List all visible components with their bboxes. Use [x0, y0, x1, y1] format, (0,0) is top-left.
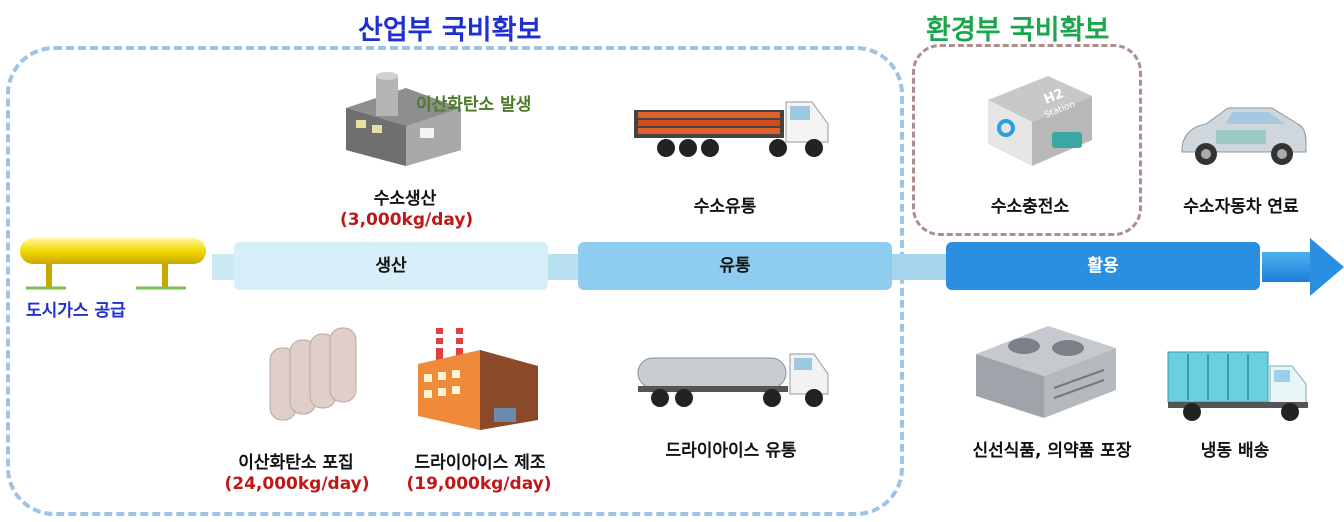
flow-connector: [212, 254, 236, 280]
refrigerated-truck-icon: [1162, 348, 1312, 424]
flow-arrow-icon: [1310, 238, 1344, 296]
food-packaging-label: 신선식품, 의약품 포장: [972, 441, 1132, 461]
dry-ice-distribution-label: 드라이아이스 유통: [665, 441, 797, 461]
flow-connector: [548, 254, 578, 280]
industry-scope-box: [6, 46, 904, 516]
h2-distribution-label: 수소유통: [693, 197, 757, 217]
stage-utilization: 활용: [946, 242, 1260, 290]
cold-delivery-label: 냉동 배송: [1200, 441, 1270, 461]
dry-ice-production-amount: (19,000kg/day): [406, 474, 552, 494]
supply-label: 도시가스 공급: [26, 301, 126, 321]
tanker-truck-icon: [632, 350, 834, 414]
co2-capture-tanks-icon: [256, 322, 366, 426]
h2-station-label: 수소충전소: [990, 197, 1070, 217]
dry-ice-production-label: 드라이아이스 제조: [414, 453, 546, 473]
pipeline-icon: [16, 226, 212, 296]
h2-station-icon: H2 Station: [968, 70, 1098, 170]
flow-connector: [892, 254, 946, 280]
h2-production-amount: (3,000kg/day): [340, 210, 474, 230]
environment-scope-box: [912, 44, 1142, 236]
stage-production: 생산: [234, 242, 548, 290]
tube-trailer-icon: [628, 96, 834, 166]
h2-production-label: 수소생산: [373, 189, 437, 209]
co2-capture-label: 이산화탄소 포집: [238, 453, 354, 473]
h2-vehicle-label: 수소자동차 연료: [1183, 197, 1299, 217]
stage-distribution: 유통: [578, 242, 892, 290]
svg-text:H2: H2: [1042, 86, 1066, 107]
flow-arrow-shaft: [1262, 252, 1312, 282]
factory-icon: [336, 68, 466, 168]
environment-funding-title: 환경부 국비확보: [926, 15, 1110, 46]
industry-funding-title: 산업부 국비확보: [358, 15, 542, 46]
fuel-cell-car-icon: [1176, 102, 1310, 172]
co2-capture-amount: (24,000kg/day): [224, 474, 370, 494]
cooling-unit-icon: [964, 318, 1124, 422]
co2-emission-label: 이산화탄소 발생: [416, 95, 532, 115]
dry-ice-factory-icon: [414, 324, 542, 432]
